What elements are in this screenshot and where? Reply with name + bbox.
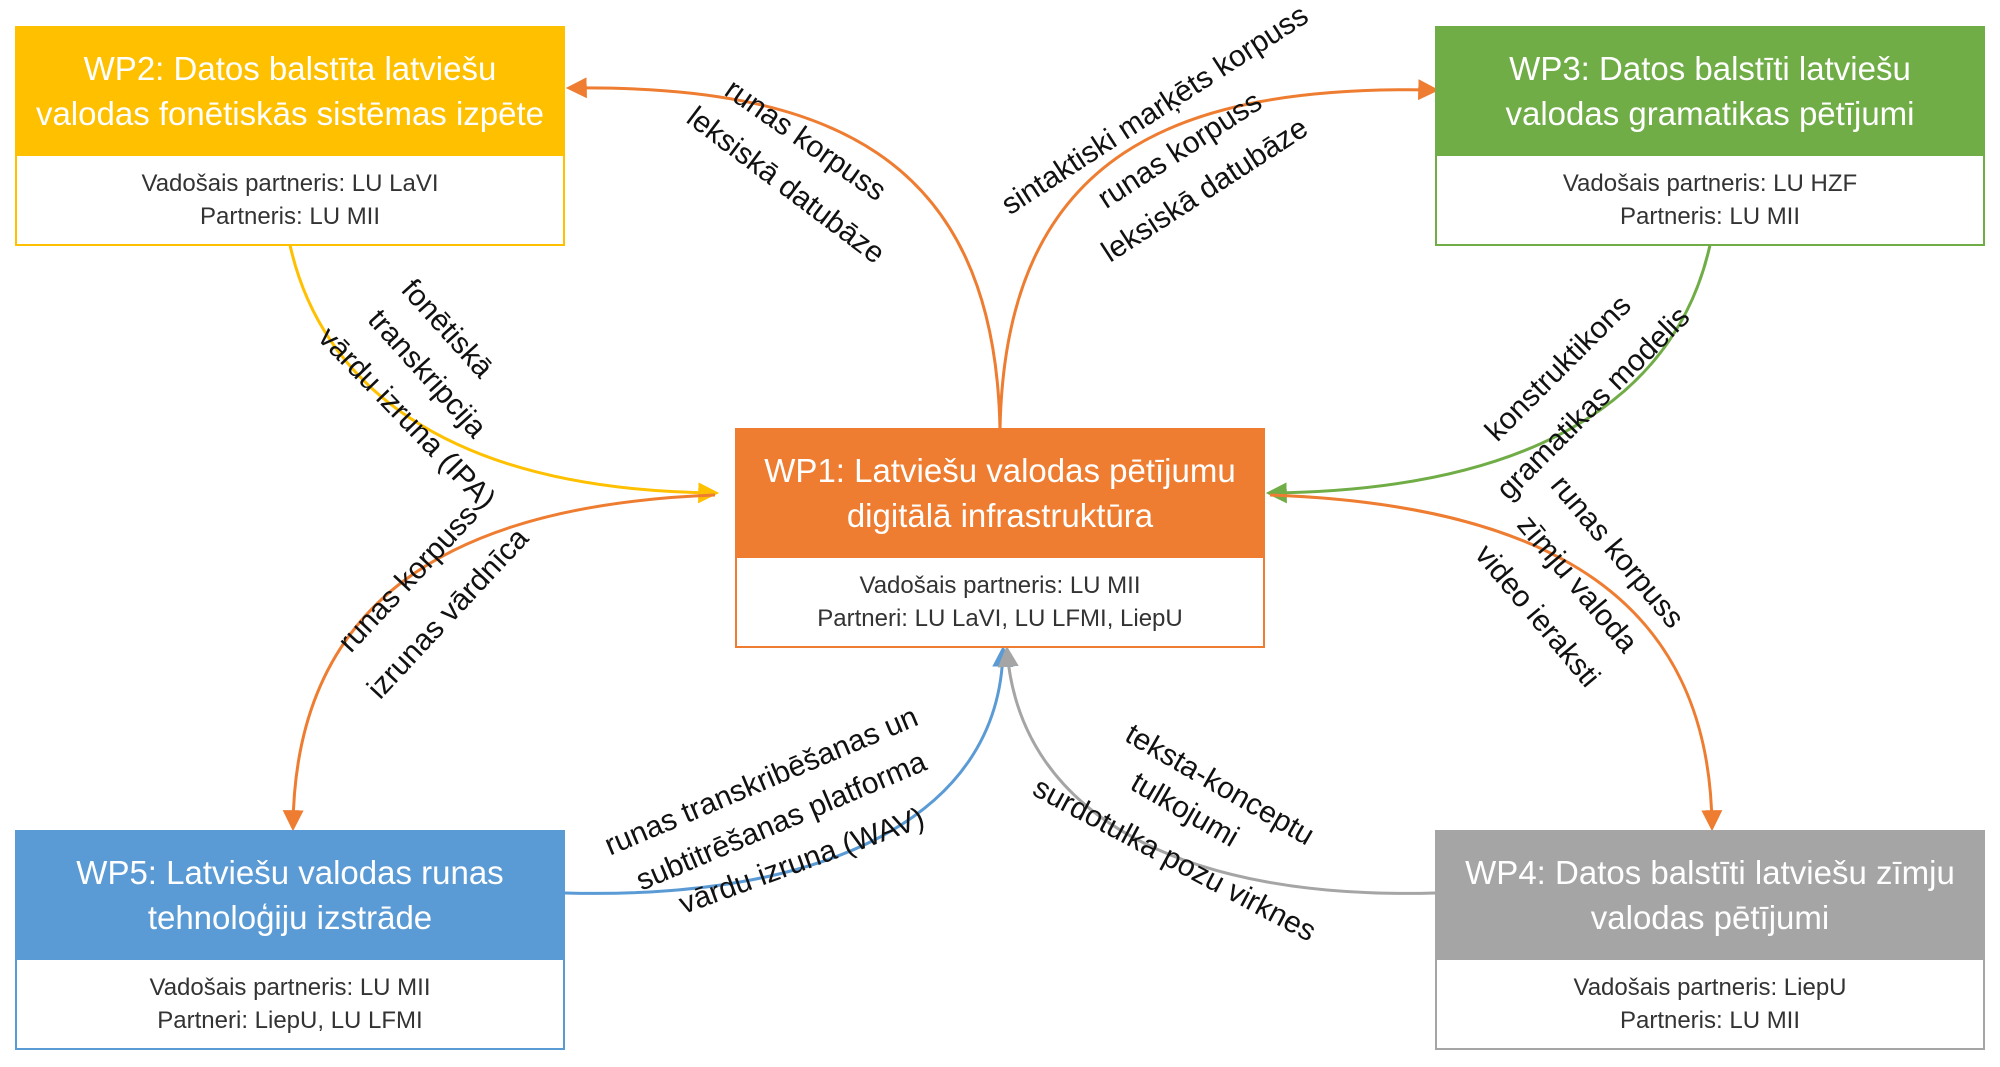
wp1-info: Vadošais partneris: LU MII Partneri: LU … [735, 558, 1265, 648]
wp2-title-line1: WP2: Datos balstīta latviešu [83, 50, 497, 87]
wp3-box: WP3: Datos balstīti latviešu valodas gra… [1435, 26, 1985, 246]
arrow-wp3-to-wp1 [1265, 244, 1712, 504]
wp5-title: WP5: Latviešu valodas runas tehnoloģiju … [15, 830, 565, 960]
wp4-title: WP4: Datos balstīti latviešu zīmju valod… [1435, 830, 1985, 960]
wp1-partners: Partneri: LU LaVI, LU LFMI, LiepU [817, 605, 1183, 632]
wp2-partners: Partneris: LU MII [199, 203, 381, 230]
wp4-title-line1: WP4: Datos balstīti latviešu zīmju [1465, 854, 1955, 891]
wp4-title-line2: valodas pētījumi [1590, 899, 1830, 936]
wp3-title: WP3: Datos balstīti latviešu valodas gra… [1435, 26, 1985, 156]
wp4-lead-partner: Vadošais partneris: LiepU [1573, 974, 1847, 1001]
wp5-box: WP5: Latviešu valodas runas tehnoloģiju … [15, 830, 565, 1050]
wp3-info: Vadošais partneris: LU HZF Partneris: LU… [1435, 156, 1985, 246]
wp1-lead-partner: Vadošais partneris: LU MII [859, 572, 1141, 599]
wp5-info: Vadošais partneris: LU MII Partneri: Lie… [15, 960, 565, 1050]
wp5-lead-partner: Vadošais partneris: LU MII [149, 974, 431, 1001]
arrow-wp1-to-wp3 [998, 79, 1440, 431]
arrow-wp4-to-wp1 [997, 645, 1436, 895]
label-wp3-to-wp1: konstruktikons gramatikas modelis [1479, 289, 1696, 506]
wp2-info: Vadošais partneris: LU LaVI Partneris: L… [15, 156, 565, 246]
label-wp2-to-wp1: fonētiskā transkripcija vārdu izruna (IP… [312, 273, 502, 516]
wp1-title: WP1: Latviešu valodas pētījumu digitālā … [735, 428, 1265, 558]
wp2-box: WP2: Datos balstīta latviešu valodas fon… [15, 26, 565, 246]
wp2-title-line2: valodas fonētiskās sistēmas izpēte [35, 95, 545, 132]
arrow-wp5-to-wp1 [564, 645, 1014, 895]
label-wp1-to-wp2: runas korpuss leksiskā datubāze [681, 73, 893, 271]
label-wp1-to-wp5: runas korpuss izrunas vārdnīca [332, 498, 536, 705]
arrow-wp1-to-wp4 [1269, 493, 1723, 832]
arrow-wp2-to-wp1 [288, 244, 720, 504]
arrow-wp1-to-wp5 [282, 493, 716, 832]
wp5-partners: Partneri: LiepU, LU LFMI [157, 1007, 423, 1034]
wp5-title-line2: tehnoloģiju izstrāde [147, 899, 433, 936]
wp5-title-line1: WP5: Latviešu valodas runas [76, 854, 504, 891]
label-wp5-to-wp1: runas transkribēšanas un subtitrēšanas p… [600, 700, 932, 921]
arrow-wp1-to-wp2 [565, 77, 1002, 431]
wp1-title-line2: digitālā infrastruktūra [846, 497, 1154, 534]
wp3-title-line1: WP3: Datos balstīti latviešu [1509, 50, 1911, 87]
wp3-partners: Partneris: LU MII [1619, 203, 1801, 230]
wp3-lead-partner: Vadošais partneris: LU HZF [1562, 170, 1858, 197]
wp2-title: WP2: Datos balstīta latviešu valodas fon… [15, 26, 565, 156]
wp4-box: WP4: Datos balstīti latviešu zīmju valod… [1435, 830, 1985, 1050]
wp2-lead-partner: Vadošais partneris: LU LaVI [141, 170, 439, 197]
wp1-title-line1: WP1: Latviešu valodas pētījumu [764, 452, 1236, 489]
wp3-title-line2: valodas gramatikas pētījumi [1505, 95, 1915, 132]
label-wp4-to-wp1: teksta-konceptu tulkojumi surdotulka poz… [1028, 718, 1322, 949]
wp1-box: WP1: Latviešu valodas pētījumu digitālā … [735, 428, 1265, 648]
wp4-info: Vadošais partneris: LiepU Partneris: LU … [1435, 960, 1985, 1050]
label-wp1-to-wp4: runas korpuss zīmju valoda video ierakst… [1468, 469, 1690, 693]
wp4-partners: Partneris: LU MII [1619, 1007, 1801, 1034]
